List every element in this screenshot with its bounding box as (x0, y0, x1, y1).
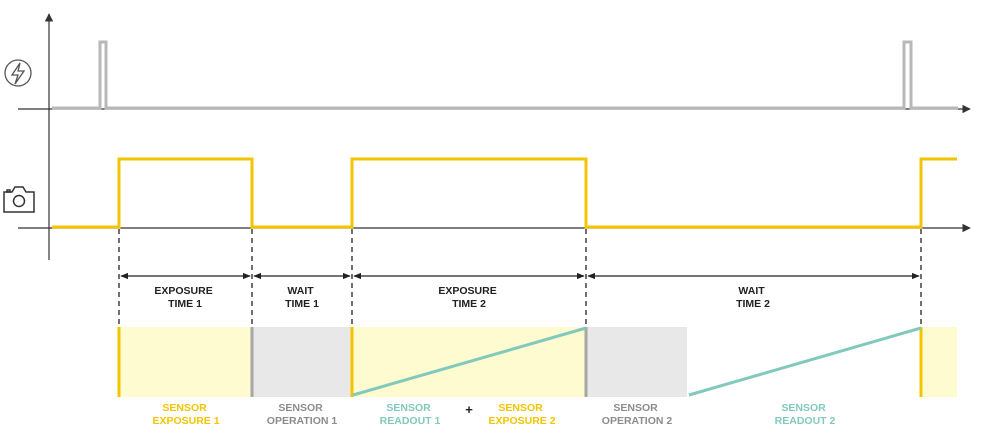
phase-label-sensor-operation-2: SENSOR OPERATION 2 (602, 402, 673, 427)
camera-exposure-signal (52, 157, 957, 229)
sensor-operation-1-fill (252, 327, 351, 397)
readout-ramp-1 (352, 326, 587, 397)
sensor-exposure-1-fill (118, 327, 252, 397)
phase-plus-sign: + (465, 402, 473, 417)
phase-label-sensor-readout-2: SENSOR READOUT 2 (775, 402, 836, 427)
lightning-bolt-icon (4, 59, 32, 87)
readout-ramp-2 (688, 326, 922, 397)
flash-signal (52, 40, 958, 110)
interval-label-exposure-2: EXPOSURE TIME 2 (438, 285, 499, 310)
phase-label-sensor-readout-1: SENSOR READOUT 1 (380, 402, 441, 427)
phase-label-sensor-exposure-1: SENSOR EXPOSURE 1 (152, 402, 219, 427)
dashed-guides (118, 229, 922, 327)
phase-label-sensor-exposure-2: SENSOR EXPOSURE 2 (488, 402, 555, 427)
sensor-operation-2-fill (586, 327, 687, 397)
interval-label-wait-2: WAIT TIME 2 (736, 285, 770, 310)
camera-icon (3, 186, 35, 213)
phase-label-sensor-operation-1: SENSOR OPERATION 1 (267, 402, 338, 427)
interval-label-exposure-1: EXPOSURE TIME 1 (154, 285, 215, 310)
sensor-exposure-3-fill (921, 327, 957, 397)
interval-label-wait-1: WAIT TIME 1 (285, 285, 319, 310)
